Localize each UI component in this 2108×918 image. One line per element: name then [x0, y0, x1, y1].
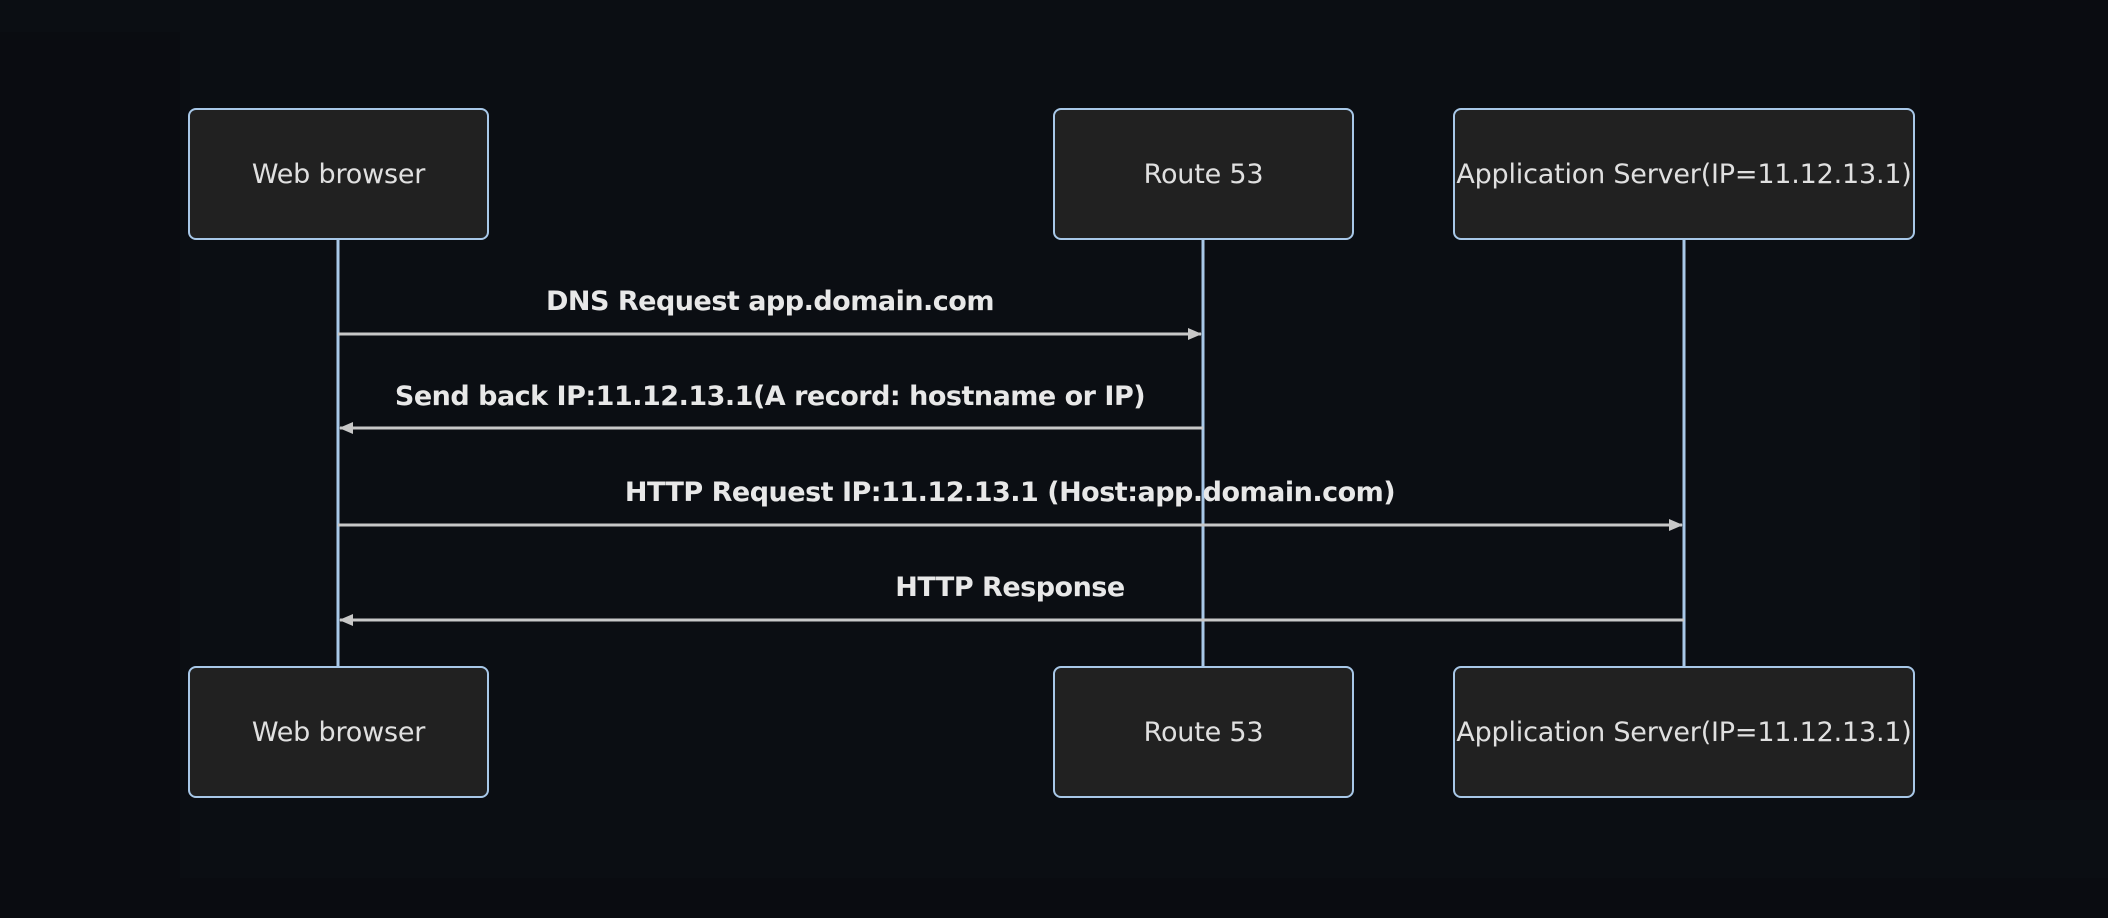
participant-label-route53: Route 53: [1143, 716, 1264, 748]
participant-box-browser-top[interactable]: Web browser: [188, 108, 489, 240]
message-arrows-group: [338, 328, 1684, 626]
message-label-2: Send back IP:11.12.13.1(A record: hostna…: [394, 381, 1146, 412]
message-label-3: HTTP Request IP:11.12.13.1 (Host:app.dom…: [624, 477, 1396, 508]
participant-box-browser-bottom[interactable]: Web browser: [188, 666, 489, 798]
lifelines-group: [336, 240, 1686, 666]
participant-box-appserver-top[interactable]: Application Server(IP=11.12.13.1): [1453, 108, 1915, 240]
message-label-4: HTTP Response: [895, 572, 1125, 603]
participant-box-appserver-bottom[interactable]: Application Server(IP=11.12.13.1): [1453, 666, 1915, 798]
participant-label-browser: Web browser: [251, 716, 426, 748]
participant-label-appserver: Application Server(IP=11.12.13.1): [1456, 716, 1912, 748]
participant-box-route53-top[interactable]: Route 53: [1053, 108, 1354, 240]
participant-label-appserver: Application Server(IP=11.12.13.1): [1456, 158, 1912, 190]
message-label-1: DNS Request app.domain.com: [546, 286, 994, 317]
participant-box-route53-bottom[interactable]: Route 53: [1053, 666, 1354, 798]
participant-label-route53: Route 53: [1143, 158, 1264, 190]
participant-label-browser: Web browser: [251, 158, 426, 190]
